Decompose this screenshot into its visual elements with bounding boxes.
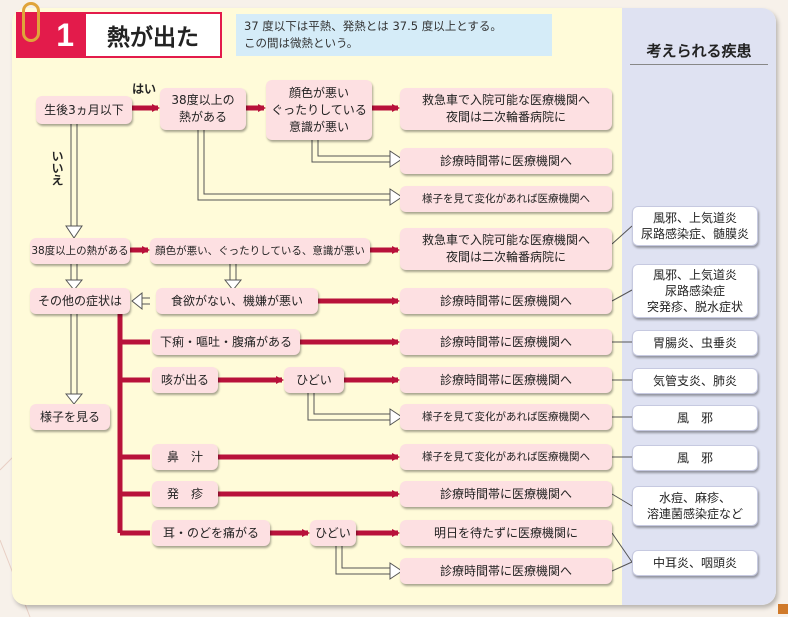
box-line: 救急車で入院可能な医療機関へ (421, 93, 590, 107)
paperclip-icon (22, 2, 40, 42)
no-arrows (64, 124, 403, 580)
ambulance-box-2: 救急車で入院可能な医療機関へ 夜間は二次輪番病院に (400, 228, 612, 270)
box-line: 顔色が悪い (288, 85, 349, 100)
fever-38-box: 38度以上の 熱がある (160, 88, 246, 130)
divider (630, 64, 768, 65)
disease-line: 溶連菌感染症など (646, 507, 743, 521)
box-line: 救急車で入院可能な医療機関へ (421, 233, 590, 247)
page-title: 熱が出た (86, 12, 222, 58)
nose-box: 鼻 汁 (152, 444, 218, 470)
cough-box: 咳が出る (152, 367, 218, 393)
disease-box: 水痘、麻疹、 溶連菌感染症など (632, 486, 758, 526)
clinic-box: 診療時間帯に医療機関へ (400, 367, 612, 393)
fever-38-box-2: 38度以上の熱がある (30, 238, 130, 264)
clinic-box: 診療時間帯に医療機関へ (400, 481, 612, 507)
disease-line: 水痘、麻疹、 (658, 491, 731, 505)
age-under-3-months-box: 生後3ヵ月以下 (36, 96, 132, 124)
clinic-box: 診療時間帯に医療機関へ (400, 329, 612, 355)
bad-complexion-box: 顔色が悪い ぐったりしている 意識が悪い (266, 80, 372, 140)
box-line: ぐったりしている (271, 102, 367, 117)
disease-box: 風 邪 (632, 405, 758, 431)
box-line: 夜間は二次輪番病院に (445, 250, 566, 264)
bad-complexion-box-2: 顔色が悪い、ぐったりしている、意識が悪い (150, 238, 370, 264)
disease-box: 気管支炎、肺炎 (632, 368, 758, 394)
disease-line: 尿路感染症、髄膜炎 (640, 227, 749, 241)
severe-box: ひどい (284, 367, 344, 393)
watch-main-box: 様子を見る (30, 404, 110, 430)
disease-box: 中耳炎、咽頭炎 (632, 550, 758, 576)
note-line: この間は微熱という。 (244, 36, 359, 50)
watch-box: 様子を見て変化があれば医療機関へ (400, 444, 612, 470)
other-symptoms-box: その他の症状は (30, 288, 130, 314)
disease-box: 風邪、上気道炎 尿路感染症、髄膜炎 (632, 206, 758, 246)
disease-panel-title: 考えられる疾患 (646, 42, 752, 60)
yes-arrows (130, 104, 400, 537)
red-branch-lines (117, 310, 150, 536)
disease-line: 風邪、上気道炎 (652, 211, 737, 225)
fever-definition-note: 37 度以下は平熱、発熱とは 37.5 度以上とする。 この間は微熱という。 (236, 14, 552, 56)
box-line: 熱がある (178, 110, 227, 124)
no-label: いいえ (50, 150, 64, 189)
nextday-box: 明日を待たずに医療機関に (400, 520, 612, 546)
box-line: 意識が悪い (288, 119, 349, 134)
diarrhea-box: 下痢・嘔吐・腹痛がある (152, 329, 300, 355)
box-line: 38度以上の (171, 93, 235, 107)
disease-line: 突発疹、脱水症状 (646, 300, 743, 314)
ear-throat-box: 耳・のどを痛がる (152, 520, 270, 546)
disease-line: 尿路感染症 (664, 284, 725, 298)
disease-connectors (611, 225, 633, 572)
appetite-box: 食欲がない、機嫌が悪い (156, 288, 318, 314)
disease-box: 風邪、上気道炎 尿路感染症 突発疹、脱水症状 (632, 264, 758, 318)
watch-box: 様子を見て変化があれば医療機関へ (400, 404, 612, 430)
page-corner-mark (778, 604, 788, 614)
clinic-box: 診療時間帯に医療機関へ (400, 148, 612, 174)
disease-box: 胃腸炎、虫垂炎 (632, 330, 758, 356)
severe-box-2: ひどい (310, 520, 356, 546)
box-line: 夜間は二次輪番病院に (445, 110, 566, 124)
no-label-text: いいえ (50, 150, 64, 186)
yes-label: はい (132, 82, 157, 96)
watch-box: 様子を見て変化があれば医療機関へ (400, 186, 612, 212)
ambulance-box: 救急車で入院可能な医療機関へ 夜間は二次輪番病院に (400, 88, 612, 130)
note-line: 37 度以下は平熱、発熱とは 37.5 度以上とする。 (244, 19, 502, 33)
rash-box: 発 疹 (152, 481, 218, 507)
disease-line: 風邪、上気道炎 (652, 268, 737, 282)
disease-box: 風 邪 (632, 445, 758, 471)
clinic-box: 診療時間帯に医療機関へ (400, 288, 612, 314)
clinic-box: 診療時間帯に医療機関へ (400, 558, 612, 584)
